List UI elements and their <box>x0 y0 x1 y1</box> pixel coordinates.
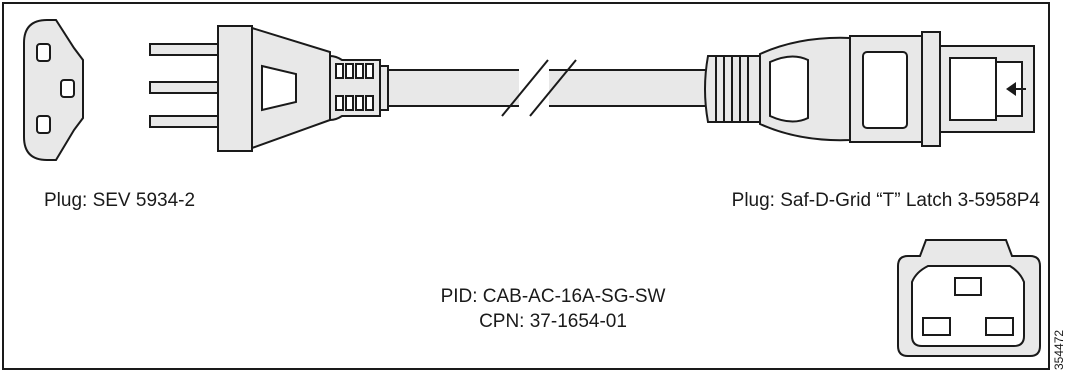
right-plug-label: Plug: Saf-D-Grid “T” Latch 3-5958P4 <box>731 190 1040 211</box>
saf-d-grid-connector-icon <box>704 31 1035 147</box>
cable-break-mark-1 <box>501 59 549 117</box>
cable-icon <box>387 59 711 117</box>
sev-plug-face-icon <box>23 19 84 161</box>
part-id-block: PID: CAB-AC-16A-SG-SW CPN: 37-1654-01 <box>398 284 708 334</box>
figure-id: 354472 <box>1052 329 1066 370</box>
pid-label: PID: CAB-AC-16A-SG-SW <box>440 286 666 307</box>
cable-break-mark-2 <box>529 59 577 117</box>
left-plug-label: Plug: SEV 5934-2 <box>44 190 196 211</box>
saf-d-grid-face-icon <box>897 239 1041 357</box>
cpn-label: CPN: 37-1654-01 <box>479 311 627 332</box>
sev-plug-side-icon <box>149 25 389 152</box>
